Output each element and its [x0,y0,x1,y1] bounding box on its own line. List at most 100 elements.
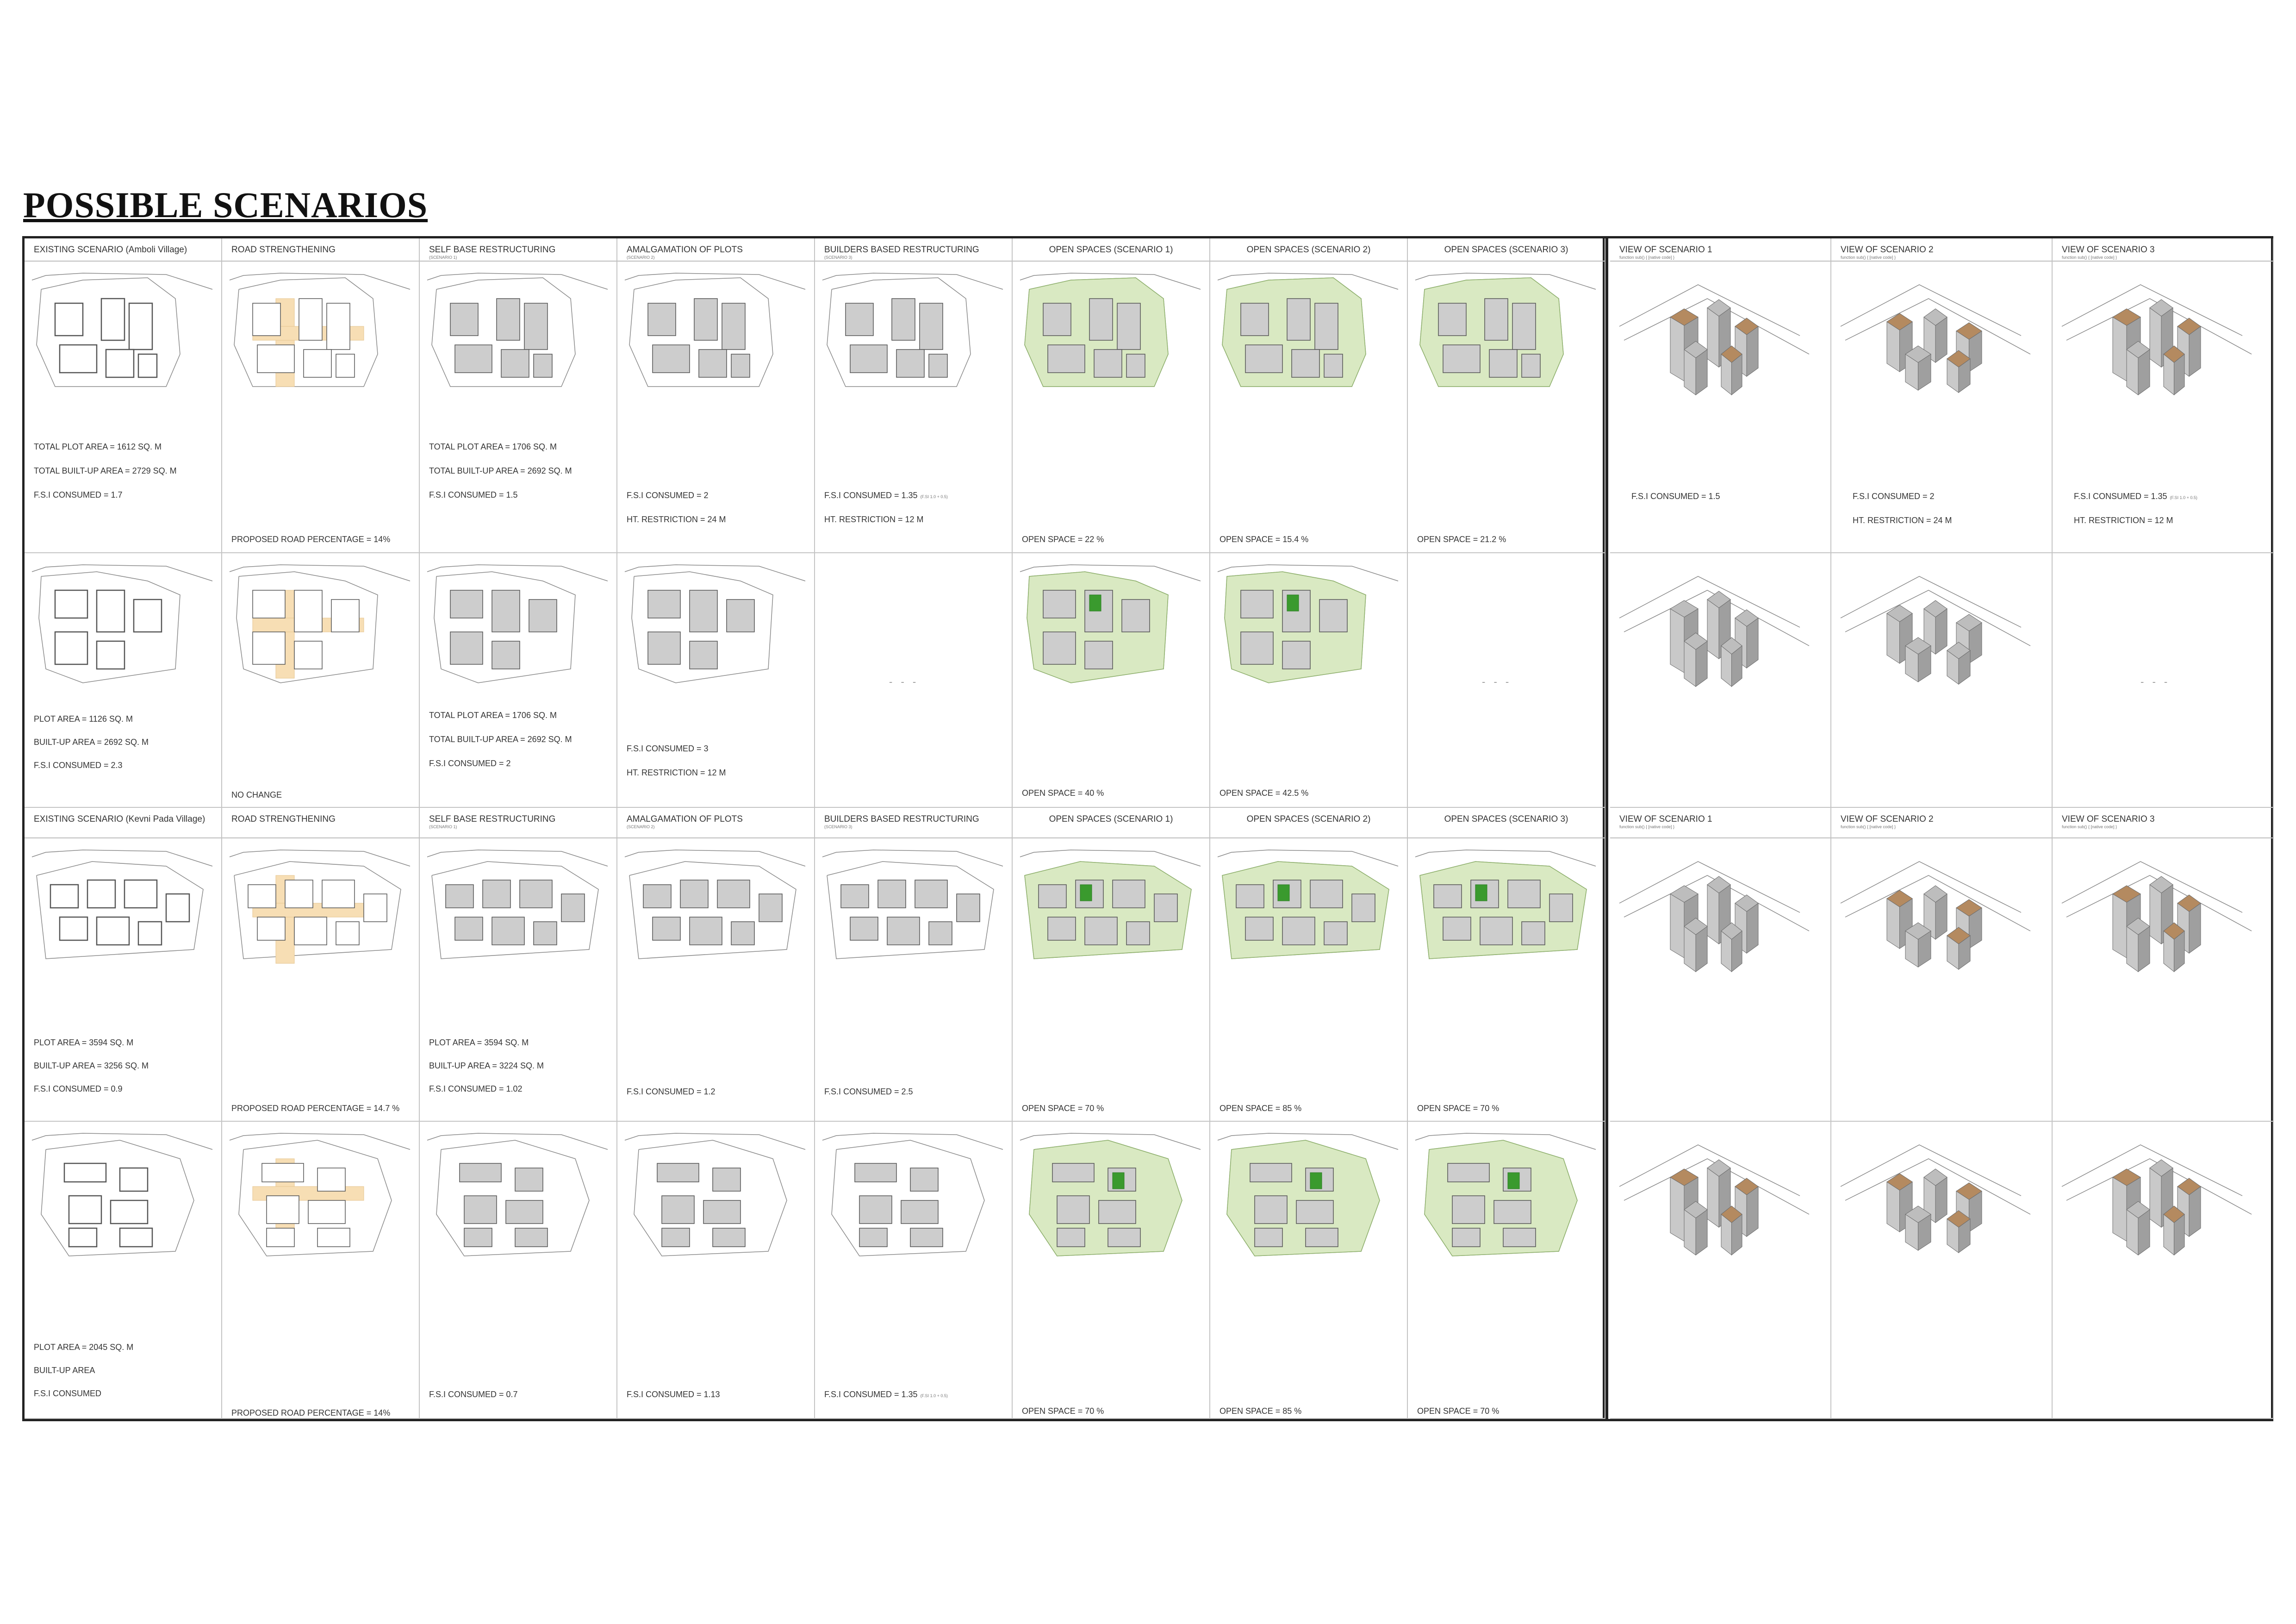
building-roof [2126,341,2150,358]
building-footprint [1351,893,1375,922]
building-roof [1905,1206,1931,1223]
stat-line: F.S.I CONSUMED = 1.13 [627,1390,720,1399]
building-footprint [1112,880,1145,908]
building-footprint [652,917,681,941]
road-edge [2066,1158,2252,1215]
building-footprint [1245,917,1274,941]
header-sublabel: function sub() { [native code] } [2062,824,2117,829]
column-header: OPEN SPACES (SCENARIO 3) [1408,238,1605,262]
building-roof [2112,1168,2141,1186]
site-boundary [234,277,378,387]
building-face [1670,893,1685,958]
isometric-view-drawing [1619,861,1810,973]
building-footprint [63,1162,107,1183]
building-footprint [450,631,483,665]
building-footprint [137,353,158,378]
street-edge [427,1133,608,1150]
street-edge [229,1133,411,1150]
scenario-cell [1013,838,1210,1122]
building-footprint [261,1163,304,1182]
isometric-view-drawing [1619,284,1810,396]
header-label: AMALGAMATION OF PLOTS [627,814,743,824]
stat-line: TOTAL BUILT-UP AREA = 2692 SQ. M [429,735,572,744]
column-header: ROAD STRENGTHENING [222,238,420,262]
building-roof [1670,1168,1699,1186]
page-title: POSSIBLE SCENARIOS [23,185,428,225]
stat-note: (F.SI 1.0 + 0.5) [2170,495,2197,500]
building-footprint [50,884,79,909]
street-edge [1415,273,1596,290]
building-footprint [119,1167,149,1192]
road-edge [1840,576,2022,628]
road-edge [1845,590,2031,646]
building-roof [2149,1159,2173,1177]
street-edge [822,849,1003,867]
isometric-view-drawing [1840,861,2031,970]
column-header: AMALGAMATION OF PLOTS(SCENARIO 2) [617,808,815,838]
park-plot [1080,884,1092,901]
building-footprint [322,880,355,908]
building-footprint [1438,303,1467,336]
stat-line: OPEN SPACE = 15.4 % [1220,535,1309,544]
building-footprint [68,1227,98,1248]
building-footprint [1098,1200,1136,1224]
road-edge [1619,1144,1800,1196]
stat-line: F.S.I CONSUMED = 1.2 [627,1087,716,1096]
scenario-cell [815,1122,1013,1419]
building-footprint [294,641,323,669]
column-header: OPEN SPACES (SCENARIO 3) [1408,808,1605,838]
building-footprint [1282,641,1311,669]
view-cell [1610,838,1831,1122]
building-roof [1947,350,1971,368]
building-footprint [1324,354,1343,378]
building-footprint [257,344,295,373]
street-edge [229,273,411,290]
site-plan-drawing [229,849,411,964]
building-footprint [317,1228,350,1247]
header-sublabel: (SCENARIO 2) [627,824,655,829]
site-boundary [827,861,994,959]
street-edge [31,564,213,581]
site-boundary [436,1140,590,1256]
header-label: OPEN SPACES (SCENARIO 2) [1246,814,1371,824]
site-plan-drawing [31,849,213,959]
building-footprint [266,1195,299,1224]
column-header: OPEN SPACES (SCENARIO 1) [1013,808,1210,838]
building-footprint [59,916,88,941]
site-plan-drawing [427,564,608,683]
road-edge [2066,875,2252,931]
building-footprint [896,349,925,378]
building-roof [1721,345,1742,363]
stat-line: OPEN SPACE = 22 % [1022,535,1104,544]
building-footprint [1038,884,1067,908]
park-plot [1310,1172,1322,1189]
building-footprint [1240,590,1274,618]
building-face [1746,1186,1759,1237]
stat-line: HT. RESTRICTION = 12 M [627,768,726,777]
park-plot [1112,1172,1125,1189]
building-roof [2149,876,2173,893]
building-footprint [840,884,869,908]
site-plan-drawing [1217,1133,1399,1256]
stat-line: HT. RESTRICTION = 12 M [2074,516,2173,525]
site-plan-drawing [624,849,806,959]
board-separator [1604,236,1608,1421]
view-cell [1610,262,1831,553]
building-footprint [501,349,529,378]
header-sublabel: function sub() { [native code] } [1841,824,1896,829]
stat-line: NO CHANGE [231,790,282,800]
stat-line: TOTAL BUILT-UP AREA = 2729 SQ. M [34,466,177,475]
header-sublabel: (SCENARIO 3) [824,255,852,260]
stat-line: HT. RESTRICTION = 24 M [1853,516,1952,525]
site-plan-drawing [1415,273,1596,387]
street-edge [427,849,608,867]
building-footprint [1314,303,1338,350]
building-footprint [1443,917,1471,941]
stat-line: PLOT AREA = 1126 SQ. M [34,714,133,724]
building-roof [1886,890,1913,907]
column-header: BUILDERS BASED RESTRUCTURING(SCENARIO 3) [815,238,1013,262]
scenario-cell [1408,838,1605,1122]
